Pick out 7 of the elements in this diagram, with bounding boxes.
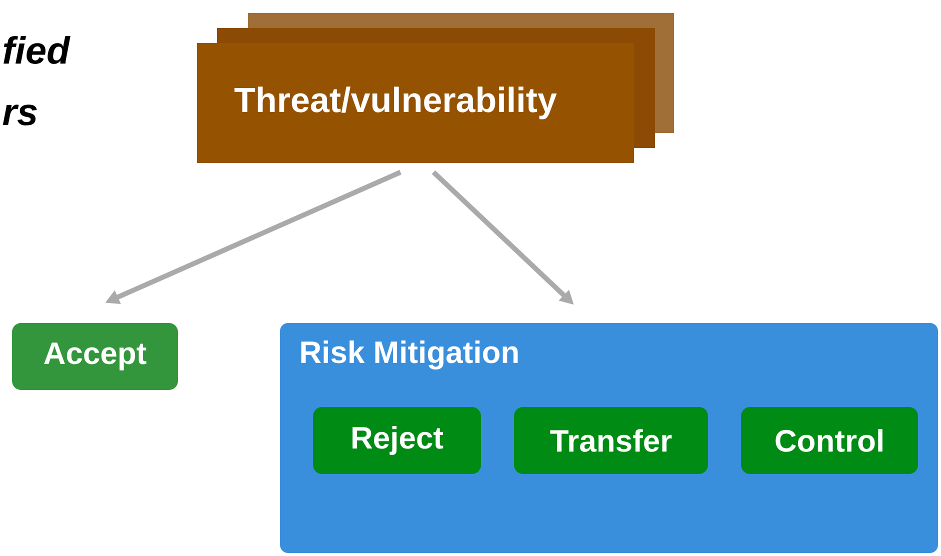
stacked-box: Threat/vulnerability [197, 13, 674, 163]
option-box: Accept [12, 323, 178, 390]
cut-off-text: rs [2, 104, 37, 126]
option-box: Control [741, 407, 918, 474]
cut-off-text: fied [4, 36, 70, 64]
option-box: Reject [313, 407, 481, 474]
option-box: Transfer [514, 407, 708, 474]
